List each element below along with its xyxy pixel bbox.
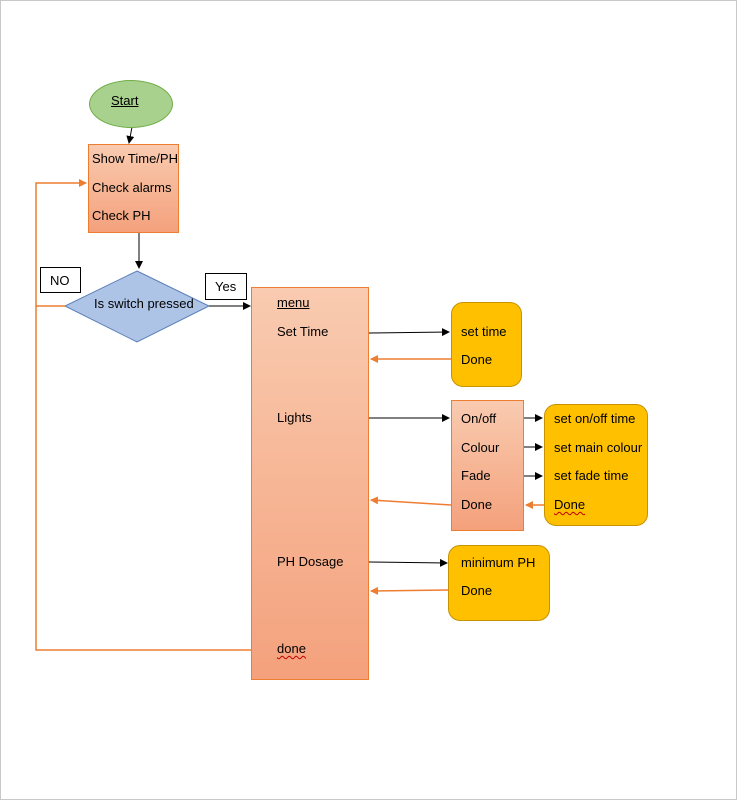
lights-box: On/off Colour Fade Done: [451, 400, 524, 531]
arrow-lights-done: [370, 496, 452, 506]
set-time-label: set time: [461, 324, 507, 339]
yes-label: Yes: [215, 279, 237, 294]
ph-done: Done: [461, 583, 493, 598]
decision-label: Is switch pressed: [94, 296, 194, 311]
ph-box: minimum PH Done: [448, 545, 550, 621]
set-onoff-time: set on/off time: [554, 411, 636, 426]
no-label-box: NO: [40, 267, 81, 293]
menu-lights: Lights: [277, 410, 312, 425]
init-check-ph: Check PH: [92, 208, 151, 223]
lights-done: Done: [461, 497, 493, 512]
lights-sub-box: set on/off time set main colour set fade…: [544, 404, 648, 526]
menu-set-time: Set Time: [277, 324, 329, 339]
set-main-colour: set main colour: [554, 440, 643, 455]
lights-colour: Colour: [461, 440, 500, 455]
arrow-done-loop: [35, 306, 251, 651]
ph-minimum: minimum PH: [461, 555, 536, 570]
arrow-start-to-init: [126, 126, 135, 144]
menu-title: menu: [277, 295, 310, 310]
start-node: Start: [89, 80, 173, 128]
init-check-alarms: Check alarms: [92, 180, 172, 195]
lights-sub-done: Done: [554, 497, 586, 512]
menu-ph-dosage: PH Dosage: [277, 554, 344, 569]
menu-done: done: [277, 641, 306, 656]
set-fade-time: set fade time: [554, 468, 629, 483]
set-time-box: set time Done: [451, 302, 522, 387]
lights-fade: Fade: [461, 468, 491, 483]
decision-diamond: [63, 270, 211, 343]
arrow-no-loop: [35, 179, 87, 307]
init-show-time: Show Time/PH: [92, 151, 178, 166]
menu-box: menu Set Time Lights PH Dosage done: [251, 287, 369, 680]
arrow-settime: [368, 328, 450, 337]
set-time-done: Done: [461, 352, 493, 367]
init-process-box: Show Time/PH Check alarms Check PH: [88, 144, 179, 233]
yes-label-box: Yes: [205, 273, 247, 300]
arrow-ph: [368, 558, 448, 567]
no-label: NO: [50, 273, 70, 288]
lights-onoff: On/off: [461, 411, 497, 426]
start-label: Start: [111, 93, 139, 108]
arrow-ph-done: [370, 586, 449, 595]
